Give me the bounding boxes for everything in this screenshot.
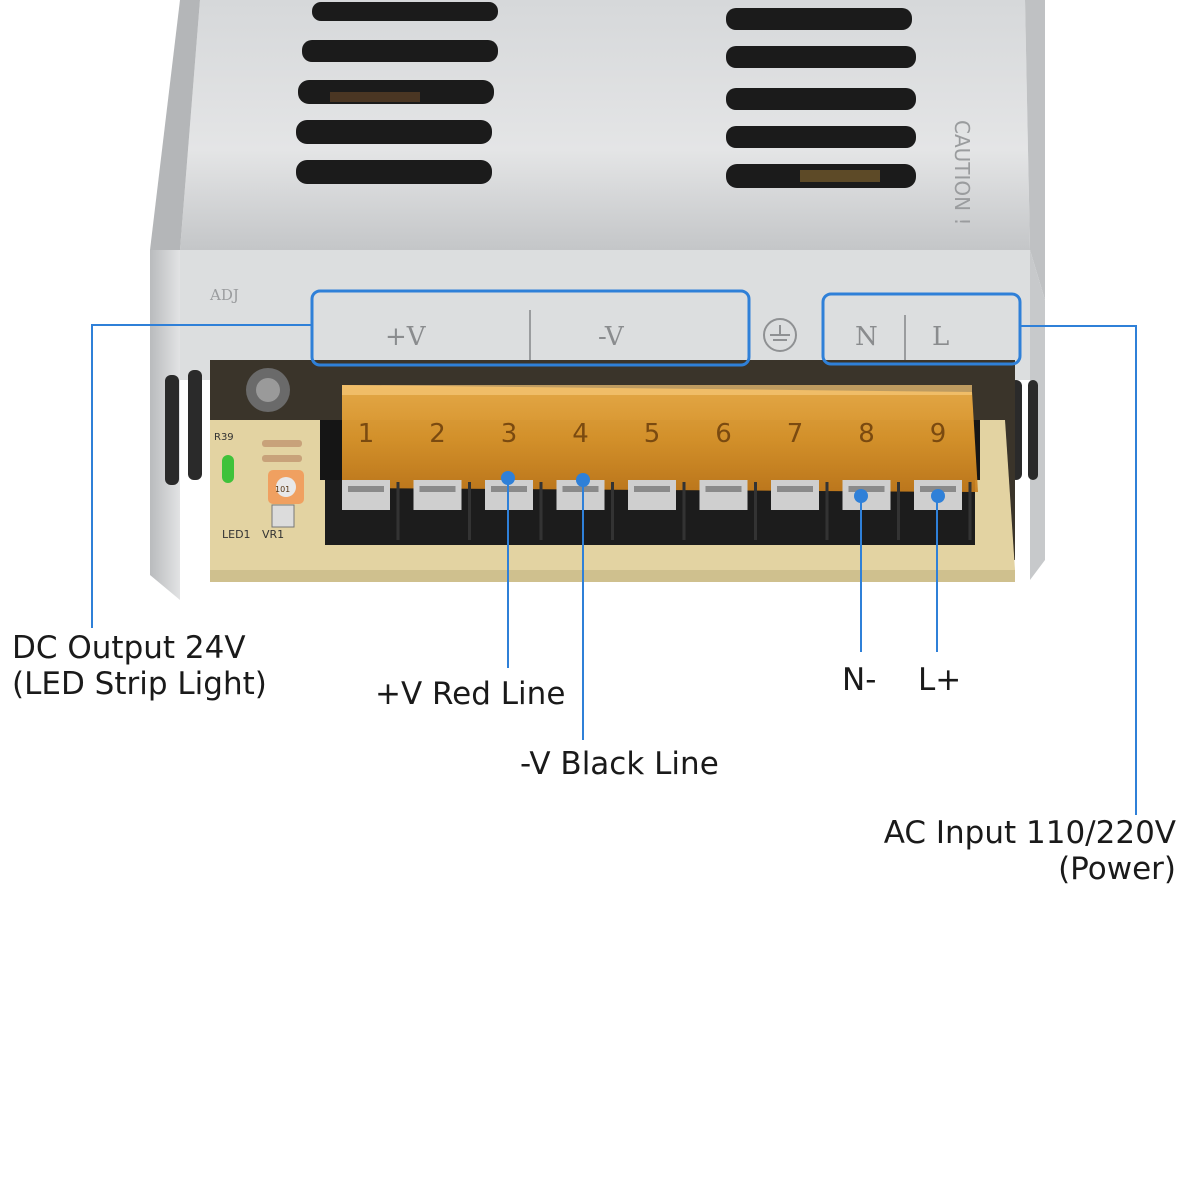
callout-ac-input-line1: AC Input 110/220V [883, 815, 1176, 851]
caution-marking: CAUTION ! [950, 120, 974, 225]
pcb-label-led: LED1 [222, 528, 251, 541]
terminal-screw [556, 480, 605, 510]
casing-label-l: L [932, 322, 949, 352]
casing-label-n: N [855, 322, 878, 352]
terminal-screw [771, 480, 819, 510]
terminal-screw [699, 480, 748, 510]
casing-label-plus-v: +V [385, 322, 427, 352]
terminal-number: 6 [715, 419, 732, 449]
terminal-screw [485, 480, 533, 510]
callout-l: L+ [918, 662, 962, 698]
terminal-number: 9 [930, 419, 947, 449]
casing-label-adj: ADJ [209, 286, 239, 304]
terminal-number: 5 [644, 419, 661, 449]
callout-dc-output: DC Output 24V (LED Strip Light) [12, 630, 267, 702]
callout-dc-output-line2: (LED Strip Light) [12, 666, 267, 702]
callout-plus-v: +V Red Line [375, 676, 566, 712]
callout-ac-input-line2: (Power) [1058, 851, 1176, 887]
terminal-number: 3 [501, 419, 518, 449]
callout-minus-v: -V Black Line [520, 746, 719, 782]
terminal-number: 8 [858, 419, 875, 449]
callout-dc-output-line1: DC Output 24V [12, 630, 246, 666]
terminal-screw [413, 480, 462, 510]
terminal-number: 4 [572, 419, 589, 449]
terminal-block [320, 385, 980, 545]
callout-ac-input: AC Input 110/220V (Power) [884, 815, 1176, 887]
pcb-label-pot: 101 [275, 485, 290, 494]
casing-label-minus-v: -V [598, 322, 625, 352]
terminal-number: 1 [358, 419, 375, 449]
terminal-screw [914, 480, 962, 510]
terminal-number: 7 [787, 419, 804, 449]
callout-n: N- [842, 662, 877, 698]
terminal-number: 2 [429, 419, 446, 449]
terminal-screw [342, 480, 390, 510]
terminal-screw [842, 480, 891, 510]
pcb-label-vr: VR1 [262, 528, 284, 541]
vent-slots [296, 2, 916, 188]
pcb-label-r39: R39 [214, 432, 234, 443]
terminal-screw [628, 480, 676, 510]
